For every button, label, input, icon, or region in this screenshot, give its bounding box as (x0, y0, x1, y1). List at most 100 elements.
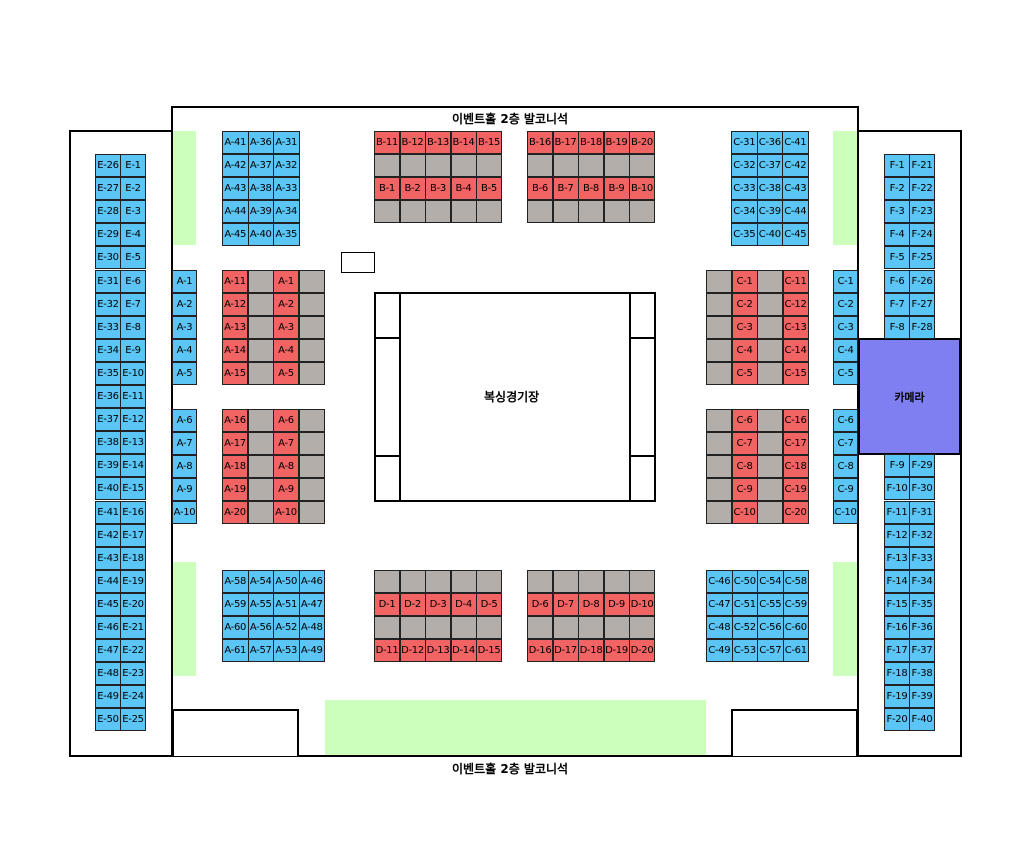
seat-C-18[interactable]: C-18 (782, 454, 809, 478)
seat-D-7[interactable]: D-7 (552, 593, 579, 617)
seat-E-49[interactable]: E-49 (95, 685, 121, 709)
seat-E-23[interactable]: E-23 (120, 662, 146, 686)
seat-A-37[interactable]: A-37 (247, 154, 274, 178)
seat-blocked[interactable] (757, 501, 783, 524)
seat-C-54[interactable]: C-54 (757, 570, 784, 593)
seat-D-1[interactable]: D-1 (374, 593, 400, 617)
seat-blocked[interactable] (399, 616, 426, 640)
seat-A-3[interactable]: A-3 (172, 316, 197, 340)
seat-A-53[interactable]: A-53 (273, 639, 300, 663)
seat-blocked[interactable] (476, 570, 502, 593)
seat-E-31[interactable]: E-31 (95, 269, 121, 293)
seat-A-5[interactable]: A-5 (172, 362, 197, 386)
seat-B-5[interactable]: B-5 (476, 177, 502, 201)
seat-A-52[interactable]: A-52 (273, 616, 300, 640)
seat-E-22[interactable]: E-22 (120, 639, 146, 663)
seat-A-45[interactable]: A-45 (222, 223, 249, 247)
seat-blocked[interactable] (298, 293, 325, 317)
seat-blocked[interactable] (399, 200, 426, 224)
seat-B-3[interactable]: B-3 (425, 177, 451, 201)
seat-F-39[interactable]: F-39 (909, 685, 935, 709)
seat-blocked[interactable] (247, 270, 274, 293)
seat-E-6[interactable]: E-6 (120, 269, 146, 293)
seat-F-2[interactable]: F-2 (884, 177, 910, 201)
seat-A-47[interactable]: A-47 (298, 593, 325, 617)
seat-C-50[interactable]: C-50 (731, 570, 758, 593)
seat-blocked[interactable] (247, 293, 274, 317)
seat-F-25[interactable]: F-25 (909, 246, 935, 270)
seat-blocked[interactable] (706, 501, 732, 524)
seat-A-1[interactable]: A-1 (172, 270, 197, 293)
seat-E-13[interactable]: E-13 (120, 431, 146, 455)
seat-F-7[interactable]: F-7 (884, 292, 910, 316)
seat-D-20[interactable]: D-20 (629, 639, 655, 663)
seat-blocked[interactable] (450, 570, 477, 593)
seat-F-31[interactable]: F-31 (909, 500, 935, 524)
seat-D-10[interactable]: D-10 (629, 593, 655, 617)
seat-B-19[interactable]: B-19 (603, 131, 630, 154)
seat-blocked[interactable] (247, 408, 274, 432)
seat-E-9[interactable]: E-9 (120, 338, 146, 362)
seat-blocked[interactable] (757, 408, 783, 432)
seat-B-10[interactable]: B-10 (629, 177, 655, 201)
seat-F-23[interactable]: F-23 (909, 200, 935, 224)
seat-C-60[interactable]: C-60 (782, 616, 809, 640)
seat-blocked[interactable] (552, 200, 579, 224)
seat-blocked[interactable] (706, 362, 732, 386)
seat-E-7[interactable]: E-7 (120, 292, 146, 316)
seat-F-10[interactable]: F-10 (884, 477, 910, 501)
seat-blocked[interactable] (757, 477, 783, 501)
seat-E-33[interactable]: E-33 (95, 315, 121, 339)
seat-blocked[interactable] (298, 454, 325, 478)
seat-E-44[interactable]: E-44 (95, 569, 121, 593)
seat-A-2[interactable]: A-2 (172, 293, 197, 317)
seat-blocked[interactable] (629, 154, 655, 178)
seat-blocked[interactable] (247, 339, 274, 363)
seat-E-1[interactable]: E-1 (120, 154, 146, 177)
seat-A-4[interactable]: A-4 (172, 339, 197, 363)
seat-C-5[interactable]: C-5 (731, 362, 758, 386)
seat-E-3[interactable]: E-3 (120, 200, 146, 224)
seat-F-1[interactable]: F-1 (884, 154, 910, 177)
seat-C-10[interactable]: C-10 (731, 501, 758, 524)
seat-blocked[interactable] (247, 316, 274, 340)
seat-A-49[interactable]: A-49 (298, 639, 325, 663)
seat-C-44[interactable]: C-44 (782, 200, 809, 224)
seat-E-50[interactable]: E-50 (95, 708, 121, 732)
seat-C-10[interactable]: C-10 (833, 501, 858, 524)
seat-E-15[interactable]: E-15 (120, 477, 146, 501)
seat-F-40[interactable]: F-40 (909, 708, 935, 732)
seat-blocked[interactable] (374, 200, 400, 224)
seat-A-14[interactable]: A-14 (222, 339, 248, 363)
seat-A-46[interactable]: A-46 (298, 570, 325, 593)
seat-C-5[interactable]: C-5 (833, 362, 858, 386)
seat-F-34[interactable]: F-34 (909, 569, 935, 593)
seat-F-16[interactable]: F-16 (884, 616, 910, 639)
seat-blocked[interactable] (298, 408, 325, 432)
seat-A-12[interactable]: A-12 (222, 293, 248, 317)
seat-F-18[interactable]: F-18 (884, 662, 910, 686)
seat-E-8[interactable]: E-8 (120, 315, 146, 339)
seat-A-16[interactable]: A-16 (222, 408, 248, 432)
seat-A-13[interactable]: A-13 (222, 316, 248, 340)
seat-blocked[interactable] (527, 200, 553, 224)
seat-C-39[interactable]: C-39 (756, 200, 783, 224)
seat-A-6[interactable]: A-6 (273, 408, 299, 432)
seat-C-7[interactable]: C-7 (731, 431, 758, 455)
seat-F-37[interactable]: F-37 (909, 639, 935, 663)
seat-blocked[interactable] (298, 362, 325, 386)
seat-blocked[interactable] (706, 408, 732, 432)
seat-blocked[interactable] (706, 477, 732, 501)
seat-D-13[interactable]: D-13 (425, 639, 451, 663)
seat-C-7[interactable]: C-7 (833, 431, 858, 455)
seat-C-14[interactable]: C-14 (782, 339, 809, 363)
seat-blocked[interactable] (298, 316, 325, 340)
seat-C-51[interactable]: C-51 (731, 593, 758, 617)
seat-blocked[interactable] (552, 616, 579, 640)
seat-B-8[interactable]: B-8 (578, 177, 604, 201)
seat-A-51[interactable]: A-51 (273, 593, 300, 617)
seat-blocked[interactable] (757, 316, 783, 340)
seat-E-29[interactable]: E-29 (95, 223, 121, 247)
seat-C-2[interactable]: C-2 (833, 293, 858, 317)
seat-E-5[interactable]: E-5 (120, 246, 146, 270)
